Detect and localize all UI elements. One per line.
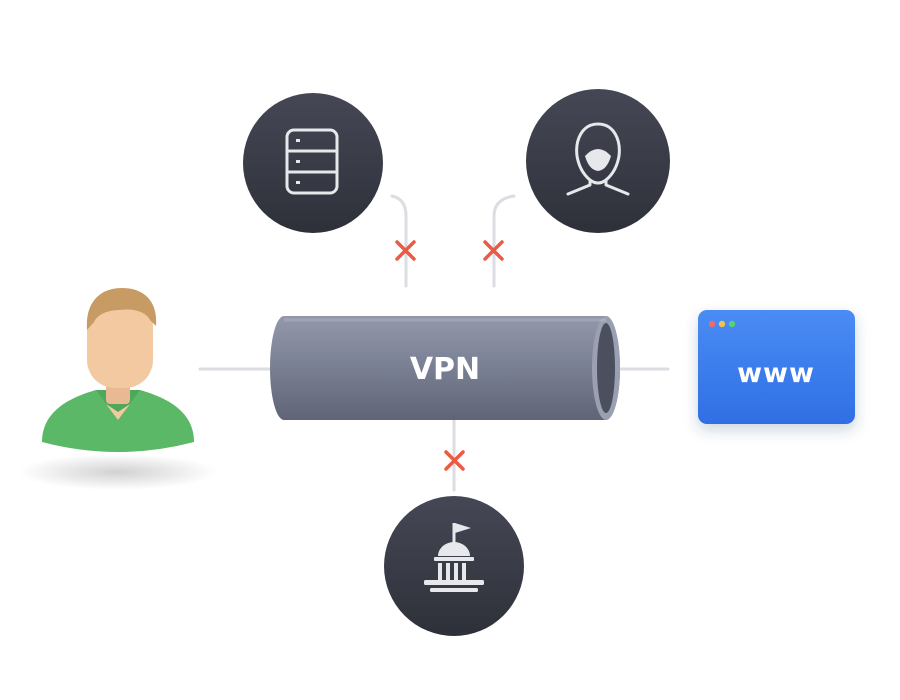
red-x-icon [395, 240, 416, 261]
vpn-tunnel: VPN [270, 316, 620, 420]
red-x-icon [444, 450, 465, 471]
server-connector-line [390, 194, 408, 288]
website-label: www [737, 358, 815, 389]
tunnel-label: VPN [410, 352, 480, 387]
government-building-icon [424, 523, 484, 592]
window-dot-yellow [718, 320, 726, 328]
server-node [243, 93, 383, 233]
hacker-icon [566, 122, 630, 196]
hacker-connector-line [492, 194, 516, 288]
government-node [384, 496, 524, 636]
hacker-node [526, 89, 670, 233]
window-dot-green [728, 320, 736, 328]
database-server-icon [285, 128, 339, 195]
red-x-icon [483, 240, 504, 261]
website-window: www [698, 310, 855, 424]
blocked-markers [395, 240, 504, 471]
user-avatar-icon [18, 288, 218, 490]
window-dot-red [708, 320, 716, 328]
